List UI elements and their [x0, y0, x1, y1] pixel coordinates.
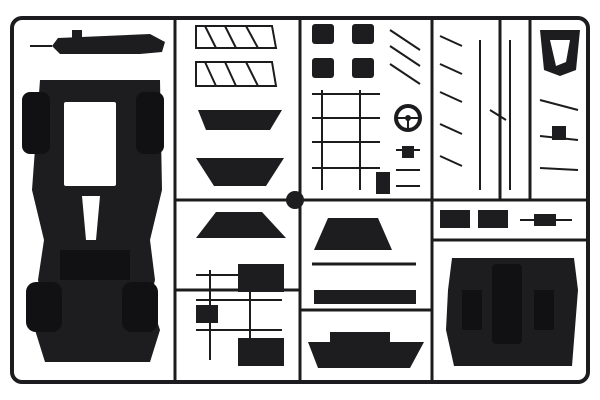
dashboard-part	[308, 218, 424, 368]
steering-wheel	[394, 104, 422, 132]
frame-parts-upper	[195, 25, 304, 209]
floor-pan	[446, 258, 578, 366]
suspension-rods	[389, 29, 421, 187]
arm-parts	[439, 30, 580, 190]
seat-parts	[312, 24, 390, 194]
light-parts	[440, 210, 572, 228]
sprue-frame	[10, 16, 590, 384]
frame-parts-lower	[196, 212, 286, 366]
roof-part	[30, 30, 165, 54]
chassis-tub	[22, 80, 164, 362]
